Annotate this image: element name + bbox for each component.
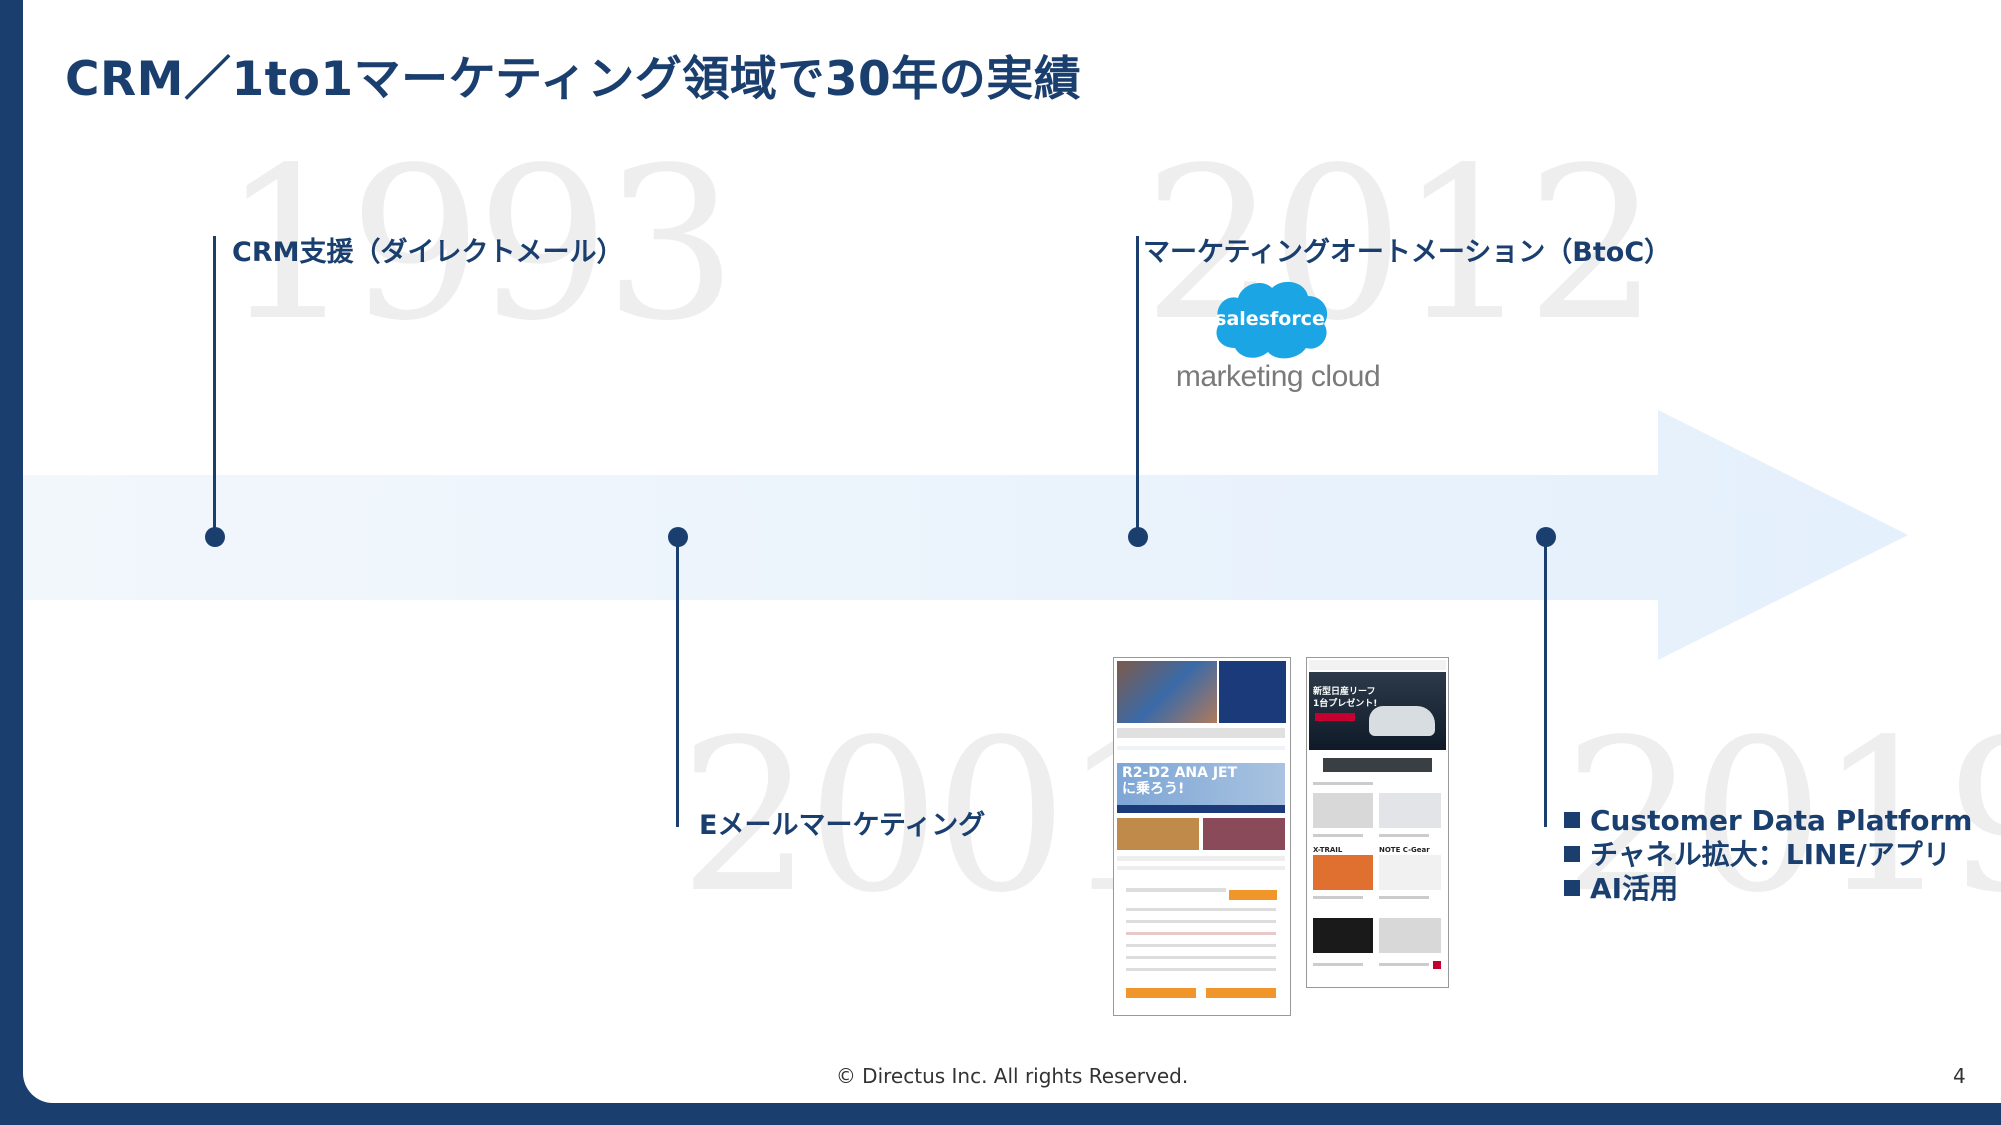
copyright-footer: © Directus Inc. All rights Reserved. xyxy=(835,1064,1189,1088)
milestone-2012-label: マーケティングオートメーション（BtoC） xyxy=(1143,237,1672,268)
salesforce-marketing-cloud-logo: salesforce marketing cloud xyxy=(1168,278,1388,398)
nissan-headline: 新型日産リーフ 1台プレゼント! xyxy=(1313,687,1378,709)
bullet-square-icon xyxy=(1564,812,1580,828)
list-item: AI活用 xyxy=(1564,872,1972,906)
milestone-2001-label: Eメールマーケティング xyxy=(699,810,986,841)
nissan-car-label-2: NOTE C-Gear xyxy=(1379,846,1430,854)
milestone-1993-line xyxy=(213,236,216,536)
year-1993: 1993 xyxy=(221,122,737,367)
milestone-2012-line xyxy=(1136,236,1139,536)
marketing-cloud-wordmark: marketing cloud xyxy=(1175,360,1381,393)
nissan-car-label-1: X-TRAIL xyxy=(1313,846,1343,854)
slide-title: CRM／1to1マーケティング領域で30年の実績 xyxy=(65,52,1082,107)
page-number: 4 xyxy=(1953,1064,1966,1088)
year-2019: 2019 xyxy=(1563,694,2001,939)
year-2001: 2001 xyxy=(679,694,1195,939)
timeline-arrow xyxy=(23,410,1908,660)
salesforce-cloud-icon xyxy=(1216,281,1328,359)
list-item: チャネル拡大：LINE/アプリ xyxy=(1564,838,1972,872)
bullet-square-icon xyxy=(1564,880,1580,896)
milestone-2019-list: Customer Data Platform チャネル拡大：LINE/アプリ A… xyxy=(1564,804,1972,906)
slide: CRM／1to1マーケティング領域で30年の実績 1993 2012 2001 … xyxy=(23,0,2001,1103)
list-item: Customer Data Platform xyxy=(1564,804,1972,838)
milestone-1993-label: CRM支援（ダイレクトメール） xyxy=(232,237,624,268)
milestone-1993-dot xyxy=(205,527,225,547)
milestone-2012-dot xyxy=(1128,527,1148,547)
email-screenshot-ana: R2-D2 ANA JET に乗ろう! xyxy=(1113,657,1291,1016)
salesforce-wordmark: salesforce xyxy=(1215,308,1325,330)
milestone-2001-line xyxy=(676,537,679,827)
ana-banner-text: R2-D2 ANA JET に乗ろう! xyxy=(1122,765,1238,797)
bullet-square-icon xyxy=(1564,846,1580,862)
milestone-2019-line xyxy=(1544,537,1547,827)
email-screenshot-nissan: 新型日産リーフ 1台プレゼント! X-TRAIL NOTE C-Gear xyxy=(1306,657,1449,988)
